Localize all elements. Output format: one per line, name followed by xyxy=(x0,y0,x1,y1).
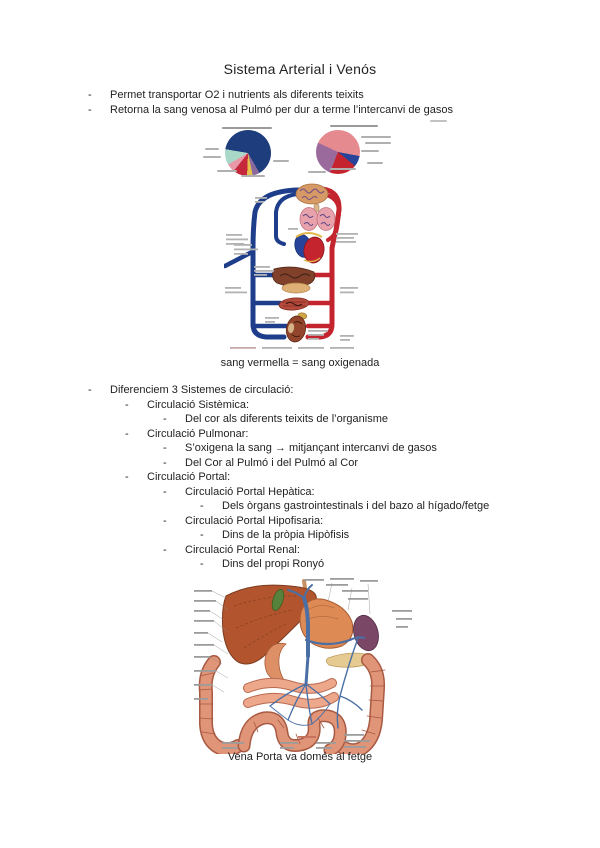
pie-label-illegible xyxy=(367,162,383,164)
list-item: - Circulació Portal Hepàtica: xyxy=(0,485,600,500)
figure-caption: Vena Porta va domés al fetge xyxy=(227,751,373,763)
pie-label-illegible xyxy=(273,160,289,162)
spleen-illustration xyxy=(353,614,379,652)
bullet-text: Circulació Portal: xyxy=(147,471,231,483)
list-item: - Permet transportar O2 i nutrients als … xyxy=(0,88,600,103)
bullet-text: Circulació Portal Hipofisaria: xyxy=(185,514,324,527)
muscle-illustration xyxy=(278,297,310,311)
pie-label-illegible xyxy=(365,142,391,144)
stomach-illustration xyxy=(299,598,354,649)
diagram-tiny-labels-illegible xyxy=(225,197,358,349)
bullet-text: Del cor als diferents teixits de l’organ… xyxy=(185,413,388,425)
pie-label-illegible xyxy=(361,150,379,152)
bullet-text: Diferenciem 3 Sistemes de circulació: xyxy=(110,384,294,396)
list-item: - Del Cor al Pulmó i del Pulmó al Cor xyxy=(0,456,600,471)
outline-list: - Diferenciem 3 Sistemes de circulació: -… xyxy=(0,383,600,572)
list-item: - Circulació Portal: xyxy=(0,470,600,485)
pie-label-illegible xyxy=(241,175,265,177)
brain-illustration xyxy=(295,183,329,205)
bullet-marker: - xyxy=(163,413,167,425)
bullet-text: Del Cor al Pulmó i del Pulmó al Cor xyxy=(185,456,359,469)
heart-illustration xyxy=(294,232,325,264)
bullet-marker: - xyxy=(200,529,204,541)
bullet-text: Circulació Portal Renal: xyxy=(185,543,300,556)
list-item: - Circulació Portal Hipofisaria: xyxy=(0,514,600,529)
figure-labels-illegible xyxy=(194,578,412,749)
bullet-marker: - xyxy=(125,427,129,440)
pie-label-illegible xyxy=(330,168,356,170)
pie-label-illegible xyxy=(203,156,221,158)
bullet-text: Circulació Portal Hepàtica: xyxy=(185,485,315,498)
bullet-text: Retorna la sang venosa al Pulmó per dur … xyxy=(110,103,454,116)
pie-chart-right xyxy=(316,130,360,174)
list-item: - S’oxigena la sang → mitjançant intercan… xyxy=(0,441,600,456)
page-title: Sistema Arterial i Venós xyxy=(223,61,377,77)
list-item: - Dins de la pròpia Hipòfisis xyxy=(0,528,600,543)
pie-label-illegible xyxy=(217,170,237,172)
bullet-text: Circulació Pulmonar: xyxy=(147,427,249,440)
bullet-text: Dins del propi Ronyó xyxy=(222,558,325,570)
list-item: - Diferenciem 3 Sistemes de circulació: xyxy=(0,383,600,398)
duodenum-illustration xyxy=(264,642,287,681)
bullet-marker: - xyxy=(163,456,167,469)
bullet-marker: - xyxy=(200,558,204,570)
bullet-text: Dins de la pròpia Hipòfisis xyxy=(222,529,350,541)
colon-illustration xyxy=(198,653,386,754)
bullet-text: Circulació Sistèmica: xyxy=(147,398,250,411)
gallbladder-illustration xyxy=(271,589,285,611)
pie-chart-left xyxy=(225,130,271,176)
pie-right-title-illegible xyxy=(330,125,378,127)
bullet-marker: - xyxy=(125,398,129,411)
list-item: - Retorna la sang venosa al Pulmó per du… xyxy=(0,103,600,118)
pie-left-title-illegible xyxy=(222,127,272,129)
pulmonary-vessels xyxy=(274,192,342,246)
bullet-marker: - xyxy=(163,543,167,556)
bullet-marker: - xyxy=(163,514,167,527)
intro-bullet-list: - Permet transportar O2 i nutrients als … xyxy=(0,88,600,117)
blood-distribution-pie-figure xyxy=(195,112,455,184)
bullet-marker: - xyxy=(88,384,92,396)
liver-illustration xyxy=(221,584,317,665)
bullet-marker: - xyxy=(88,89,92,101)
pie-label-illegible xyxy=(308,171,326,173)
bullet-marker: - xyxy=(163,442,167,454)
small-intestine-illustration xyxy=(243,678,339,709)
list-item: - Circulació Pulmonar: xyxy=(0,427,600,442)
bullet-text: Permet transportar O2 i nutrients als di… xyxy=(110,89,364,101)
bullet-marker: - xyxy=(200,500,204,512)
kidney-illustration xyxy=(285,312,308,343)
list-item: - Circulació Sistèmica: xyxy=(0,398,600,413)
portal-system-diagram xyxy=(194,578,412,754)
bullet-text: Dels òrgans gastrointestinals i del bazo… xyxy=(222,500,490,512)
list-item: - Dels òrgans gastrointestinals i del baz… xyxy=(0,499,600,514)
circulation-diagram xyxy=(224,183,358,349)
pie-label-illegible xyxy=(361,136,391,138)
lungs-illustration xyxy=(299,203,336,231)
figure-caption: sang vermella = sang oxigenada xyxy=(220,357,380,369)
pie-label-illegible xyxy=(205,148,219,150)
bullet-marker: - xyxy=(125,471,129,483)
portal-vein-network xyxy=(269,584,366,729)
liver-gut-illustration xyxy=(272,266,316,294)
list-item: - Dins del propi Ronyó xyxy=(0,557,600,572)
bullet-text: S’oxigena la sang → mitjançant intercanv… xyxy=(185,442,437,454)
bullet-marker: - xyxy=(163,485,167,498)
list-item: - Del cor als diferents teixits de l’orga… xyxy=(0,412,600,427)
bullet-marker: - xyxy=(88,103,92,116)
small-mark xyxy=(430,120,447,122)
list-item: - Circulació Portal Renal: xyxy=(0,543,600,558)
